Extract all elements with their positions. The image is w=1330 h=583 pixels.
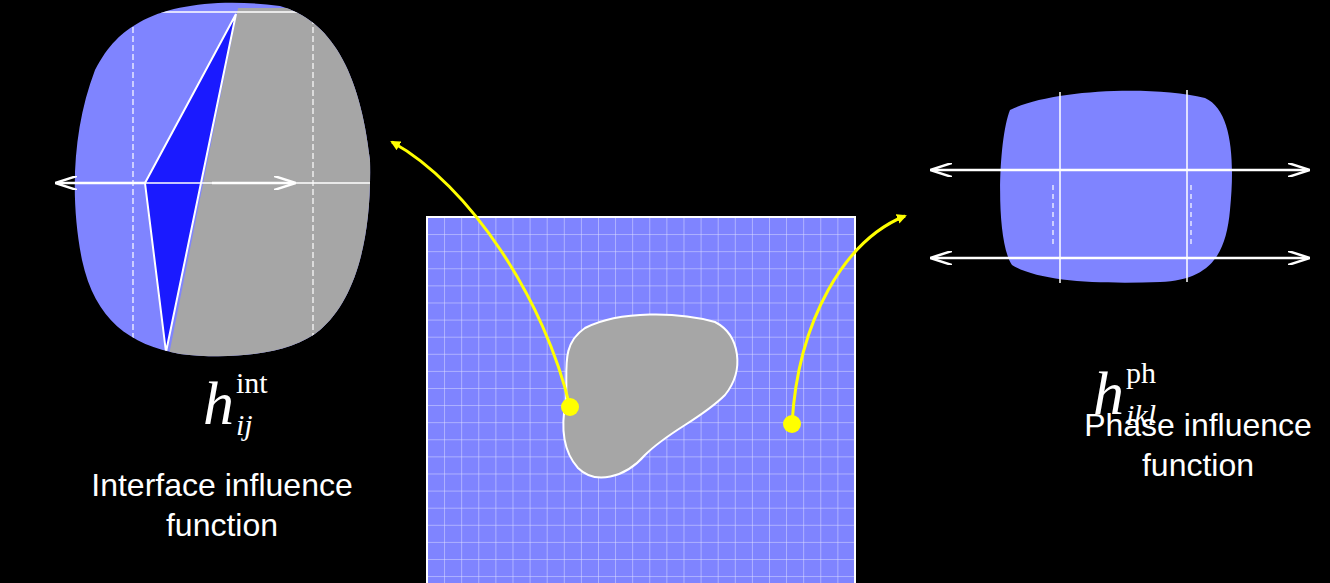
caption-text: Phase influence function: [1071, 405, 1326, 485]
superscript: int: [236, 366, 268, 400]
caption-text: Interface influence function: [72, 465, 372, 545]
symbol-base: h: [203, 369, 234, 437]
subscript: ij: [236, 408, 253, 442]
superscript: ph: [1126, 356, 1156, 390]
math-symbol: hintij: [203, 368, 234, 439]
